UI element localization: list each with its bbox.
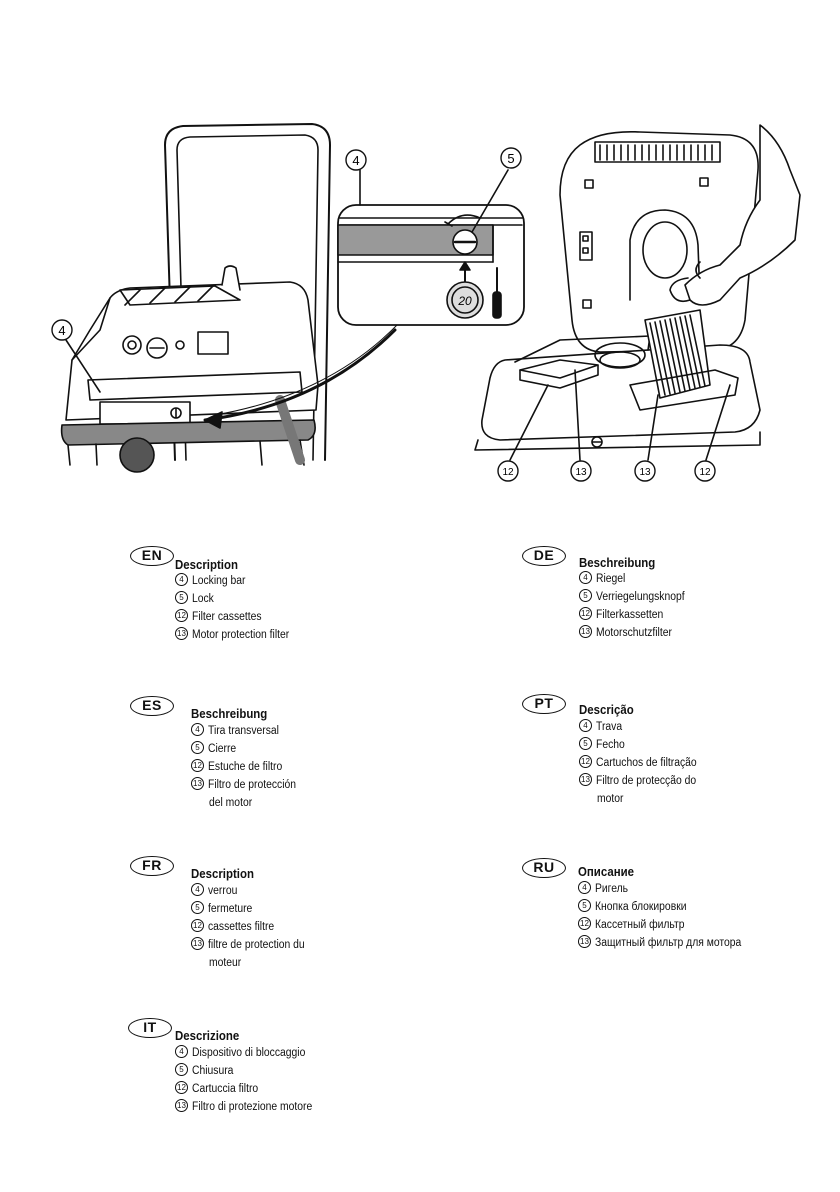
lock-detail-inset [337,169,525,326]
callout-13-right: 13 [634,460,656,482]
section-title: Description [175,557,238,572]
lang-badge-pt: PT [522,694,566,714]
svg-text:13: 13 [575,467,587,478]
svg-text:12: 12 [502,467,514,478]
callout-12-right: 12 [694,460,716,482]
lang-badge-fr: FR [130,856,174,876]
coin-value: 20 [457,294,472,308]
list-item-continuation: motor [597,793,624,805]
callout-4-left: 4 [51,319,73,341]
vacuum-open-view [474,124,801,461]
section-title: Beschreibung [579,555,656,570]
callout-13-left: 13 [570,460,592,482]
svg-text:13: 13 [639,467,651,478]
vacuum-front-view [60,123,401,473]
callout-12-left: 12 [497,460,519,482]
lang-badge-es: ES [130,696,174,716]
list-item-continuation: del motor [209,797,253,809]
list-item-continuation: moteur [209,957,242,969]
section-title: Description [191,866,254,881]
callout-labels: 4 4 5 12 13 13 12 20 [51,147,716,482]
lang-badge-en: EN [130,546,174,566]
svg-text:12: 12 [699,467,711,478]
svg-text:5: 5 [507,151,514,166]
svg-text:4: 4 [352,153,359,168]
svg-text:4: 4 [58,323,65,338]
section-title: Beschreibung [191,706,268,721]
callout-5-top: 5 [500,147,522,169]
section-title: Descrição [579,702,634,717]
lang-badge-de: DE [522,546,566,566]
callout-4-top: 4 [345,149,367,171]
lang-badge-it: IT [128,1018,172,1038]
vacuum-illustration: 4 4 5 12 13 13 12 20 [51,123,801,482]
section-title: Descrizione [175,1028,240,1043]
section-title: Описание [578,864,635,879]
lang-badge-ru: RU [522,858,566,878]
